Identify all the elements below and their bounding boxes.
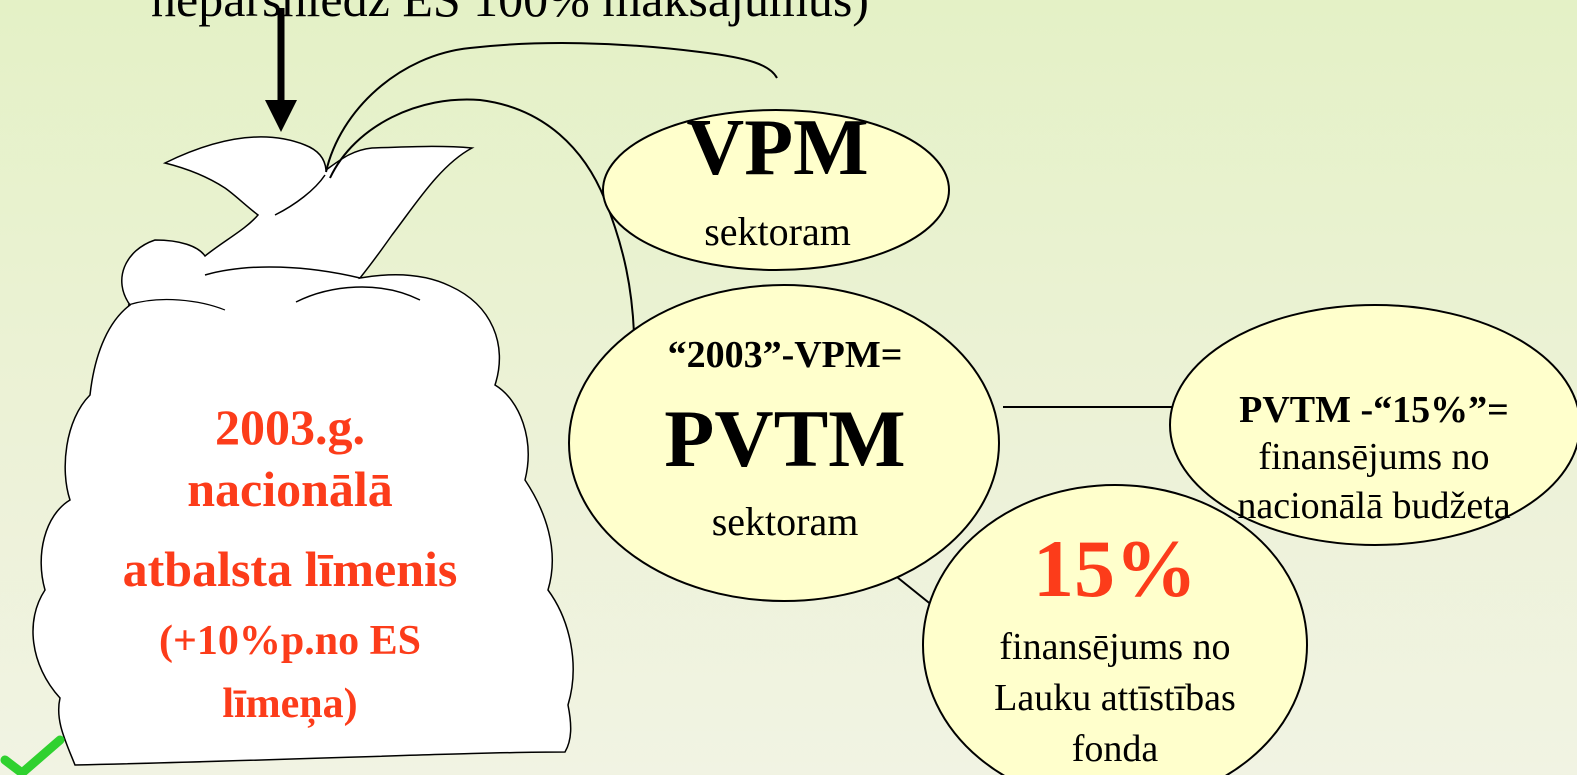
pvtm15-node-title: PVTM -“15%”= [1239,389,1509,431]
connector-sack-pvtm [329,98,635,334]
down-arrow-icon [265,100,297,132]
fund-node-line1: finansējums no [999,626,1231,668]
vpm-node-shape [602,109,950,271]
vpm-node-subtitle: sektoram [704,209,851,254]
sack-fold-line [295,286,421,303]
connector-sack-vpm [325,42,778,173]
pvtm-node-subtitle: sektoram [711,499,859,544]
sack-shape [32,136,574,766]
top-caption: neparsniedz ES 100% maksājumus) [60,0,960,28]
sack-label-level: līmeņa) [222,681,358,727]
sack-label-increase: (+10%p.no ES [158,618,421,664]
sack-label-year: 2003.g. [215,399,365,455]
pvtm15-node-line2: finansējums no [1258,436,1490,478]
vpm-node-title: VPM [686,104,869,192]
sack-label-national: nacionālā [187,461,393,517]
pvtm15-node-shape [1169,304,1577,546]
sack-label-support-level: atbalsta līmenis [122,541,458,597]
fund-node-shape [922,484,1308,775]
fund-node-line2: Lauku attīstības [994,677,1236,719]
pvtm-node-prefix: “2003”-VPM= [667,334,903,376]
sack-neck-line [204,266,361,279]
pvtm15-node-line3: nacionālā budžeta [1237,485,1511,527]
fund-node-line3: fonda [1071,728,1159,770]
fund-node-percent: 15% [1033,523,1197,614]
sack-lip-line [274,174,326,216]
check-mark-icon [0,735,65,775]
pvtm-node-shape [568,284,1000,602]
sack-fold-line-left [127,298,226,311]
pvtm-node-title: PVTM [664,393,906,484]
